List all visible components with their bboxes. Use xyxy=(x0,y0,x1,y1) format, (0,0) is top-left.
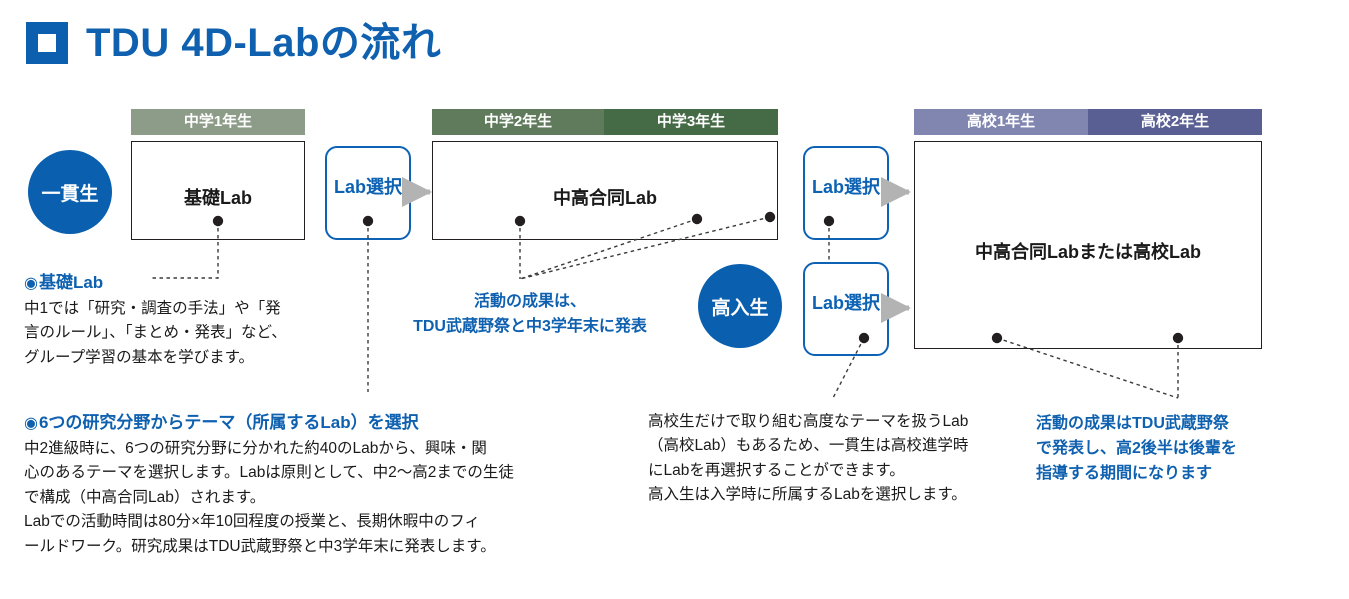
caption-theme-select-body: 中2進級時に、6つの研究分野に分かれた約40のLabから、興味・関 心のあるテー… xyxy=(24,437,584,559)
caption-kiso-lab: ◉基礎Lab 中1では「研究・調査の手法」や「発 言のルール」、「まとめ・発表」… xyxy=(24,268,324,370)
caption-kiso-lab-heading: ◉基礎Lab xyxy=(24,268,324,293)
note-mid-results: 活動の成果は、 TDU武蔵野祭と中3学年末に発表 xyxy=(386,290,674,340)
caption-kiso-lab-body: 中1では「研究・調査の手法」や「発 言のルール」、「まとめ・発表」など、 グルー… xyxy=(24,297,324,370)
stage-box-hs-lab: 中高合同Labまたは高校Lab xyxy=(914,141,1262,349)
stage-label-hs-lab: 中高合同Labまたは高校Lab xyxy=(974,242,1201,262)
stage-label-kiso-lab: 基礎Lab xyxy=(183,188,252,208)
year-bar-jhs3: 中学3年生 xyxy=(604,109,778,135)
note-hs-results: 活動の成果はTDU武蔵野祭 で発表し、高2後半は後輩を 指導する期間になります xyxy=(1036,412,1336,486)
note-hs-results-line-2: で発表し、高2後半は後輩を xyxy=(1036,439,1237,457)
year-bar-jhs2: 中学2年生 xyxy=(432,109,604,135)
select-box-2-label: Lab選択 xyxy=(811,177,880,197)
caption-kiso-line-2: 言のルール」、「まとめ・発表」など、 xyxy=(24,324,287,342)
caption-theme-line-3: で構成（中高合同Lab）されます。 xyxy=(24,488,266,506)
circle-tag-kounyusei: 高入生 xyxy=(698,264,782,348)
note-hs-results-line-3: 指導する期間になります xyxy=(1036,464,1213,482)
note-mid-results-line-1: 活動の成果は、 xyxy=(473,293,586,310)
stage-label-joint-lab: 中高合同Lab xyxy=(552,188,657,208)
square-outline-icon xyxy=(26,22,68,64)
caption-hs-lab-line-3: にLabを再選択することができます。 xyxy=(648,461,905,479)
caption-theme-line-2: 心のあるテーマを選択します。Labは原則として、中2〜高2までの生徒 xyxy=(24,464,514,482)
select-box-1[interactable]: Lab選択 xyxy=(325,146,411,240)
caption-kiso-line-3: グループ学習の基本を学びます。 xyxy=(24,348,255,366)
caption-theme-line-1: 中2進級時に、6つの研究分野に分かれた約40のLabから、興味・関 xyxy=(24,440,487,457)
select-box-1-label: Lab選択 xyxy=(333,177,402,197)
note-hs-results-line-1: 活動の成果はTDU武蔵野祭 xyxy=(1036,415,1229,432)
stage-box-kiso-lab: 基礎Lab xyxy=(131,141,305,240)
caption-hs-lab-line-2: （高校Lab）もあるため、一貫生は高校進学時 xyxy=(648,437,969,455)
page-header: TDU 4D-Labの流れ xyxy=(26,22,441,64)
caption-hs-lab-line-1: 高校生だけで取り組む高度なテーマを扱うLab xyxy=(648,413,969,430)
caption-theme-select-heading: ◉6つの研究分野からテーマ（所属するLab）を選択 xyxy=(24,408,584,433)
caption-hs-lab-line-4: 高入生は入学時に所属するLabを選択します。 xyxy=(648,486,967,504)
stage-box-joint-lab: 中高合同Lab xyxy=(432,141,778,240)
year-bar-jhs1: 中学1年生 xyxy=(131,109,305,135)
year-bar-hs2: 高校2年生 xyxy=(1088,109,1262,135)
caption-theme-line-4: Labでの活動時間は80分×年10回程度の授業と、長期休暇中のフィ xyxy=(24,513,480,531)
caption-kiso-lab-heading-text: 基礎Lab xyxy=(38,273,104,292)
page-title: TDU 4D-Labの流れ xyxy=(86,21,442,65)
caption-theme-select-heading-text: 6つの研究分野からテーマ（所属するLab）を選択 xyxy=(38,413,419,432)
circle-tag-ikkansei: 一貫生 xyxy=(28,150,112,234)
bullet-icon: ◉ xyxy=(24,275,38,292)
bullet-icon: ◉ xyxy=(24,415,38,432)
caption-hs-lab-body: 高校生だけで取り組む高度なテーマを扱うLab （高校Lab）もあるため、一貫生は… xyxy=(648,410,1018,508)
select-box-2[interactable]: Lab選択 xyxy=(803,146,889,240)
caption-hs-lab: 高校生だけで取り組む高度なテーマを扱うLab （高校Lab）もあるため、一貫生は… xyxy=(648,410,1018,508)
year-bar-hs1: 高校1年生 xyxy=(914,109,1088,135)
caption-theme-line-5: ールドワーク。研究成果はTDU武蔵野祭と中3学年末に発表します。 xyxy=(24,537,496,555)
select-box-3[interactable]: Lab選択 xyxy=(803,262,889,356)
select-box-3-label: Lab選択 xyxy=(811,293,880,313)
caption-theme-select: ◉6つの研究分野からテーマ（所属するLab）を選択 中2進級時に、6つの研究分野… xyxy=(24,408,584,559)
note-mid-results-line-2: TDU武蔵野祭と中3学年末に発表 xyxy=(413,317,647,335)
caption-kiso-line-1: 中1では「研究・調査の手法」や「発 xyxy=(24,300,281,317)
